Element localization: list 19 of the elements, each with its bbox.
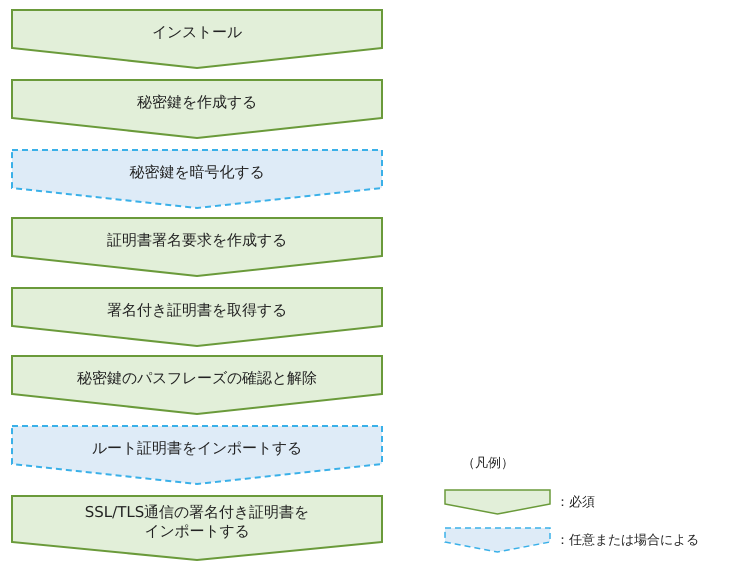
- required-process-step: [12, 356, 382, 414]
- step-label: インストール: [151, 22, 243, 42]
- step-label: 秘密鍵のパスフレーズの確認と解除: [76, 368, 318, 388]
- legend-title: （凡例）: [462, 455, 514, 472]
- legend-text: ：任意または場合による: [556, 532, 699, 549]
- step-label: 署名付き証明書を取得する: [106, 300, 288, 320]
- step-label: 証明書署名要求を作成する: [106, 230, 288, 250]
- required-process-step: [12, 80, 382, 138]
- optional-process-step: [12, 150, 382, 208]
- optional-process-step: [12, 426, 382, 484]
- legend-text: ：必須: [556, 494, 595, 511]
- step-label: 秘密鍵を作成する: [136, 92, 258, 112]
- required-process-step: [12, 10, 382, 68]
- step-label: 秘密鍵を暗号化する: [128, 162, 266, 182]
- required-process-step: [12, 218, 382, 276]
- required-process-step: [12, 496, 382, 560]
- required-process-step: [12, 288, 382, 346]
- step-label: ルート証明書をインポートする: [91, 438, 303, 458]
- step-label: SSL/TLS通信の署名付き証明書をインポートする: [84, 502, 310, 542]
